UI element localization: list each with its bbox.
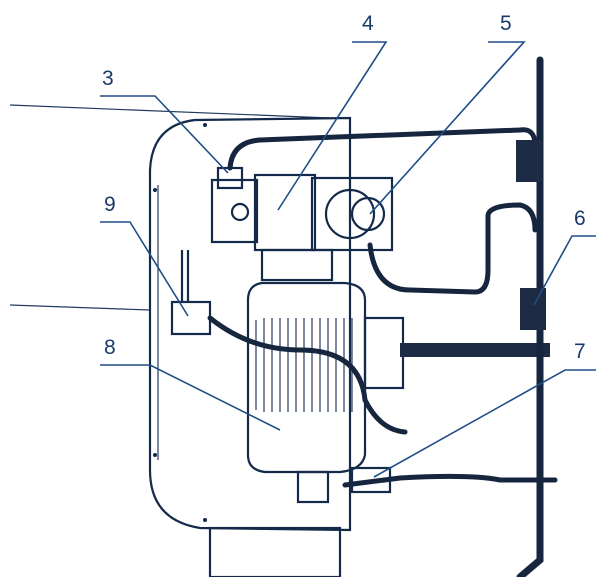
motor-cable xyxy=(207,315,408,435)
leader-4 xyxy=(277,41,388,211)
gearbox-flange xyxy=(210,178,259,244)
gearbox-shaft xyxy=(230,202,250,222)
upper-cable xyxy=(227,127,538,171)
motor-cooling-fins xyxy=(255,318,353,412)
leader-5 xyxy=(369,41,526,215)
motor-coupling xyxy=(260,248,334,282)
motor-body xyxy=(246,281,367,474)
callout-3: 3 xyxy=(102,67,114,90)
wall-line-middle xyxy=(9,304,151,311)
leader-9 xyxy=(100,221,189,317)
leader-8 xyxy=(100,364,281,431)
chain-clamp-upper xyxy=(516,140,542,182)
gearbox xyxy=(253,173,317,252)
vertical-chain xyxy=(516,56,544,577)
callout-7: 7 xyxy=(574,340,586,363)
plate-bolt xyxy=(203,518,207,522)
callout-8: 8 xyxy=(104,336,116,359)
lower-cable xyxy=(342,473,558,488)
chain-clamp-6 xyxy=(520,288,546,330)
control-module xyxy=(170,300,212,336)
limit-switch-wheel xyxy=(324,188,376,240)
plate-bolt xyxy=(153,453,157,457)
plate-bolt xyxy=(203,123,207,127)
support-post xyxy=(208,526,342,577)
callout-4: 4 xyxy=(362,12,374,35)
leader-3 xyxy=(100,95,229,174)
mounting-plate xyxy=(148,116,352,532)
cable-connector xyxy=(216,166,244,190)
callout-6: 6 xyxy=(574,207,586,230)
plate-bolt xyxy=(153,188,157,192)
drive-shaft xyxy=(400,343,550,357)
switch-cable xyxy=(367,202,538,295)
motor-terminal-box xyxy=(363,316,405,390)
callout-9: 9 xyxy=(104,193,116,216)
sensor-7 xyxy=(350,466,392,494)
limit-switch-cap xyxy=(350,196,386,232)
motor-foot xyxy=(296,470,330,504)
limit-switch-housing xyxy=(310,176,394,252)
leader-6 xyxy=(533,235,596,306)
leader-7 xyxy=(373,369,596,478)
callout-5: 5 xyxy=(500,12,512,35)
